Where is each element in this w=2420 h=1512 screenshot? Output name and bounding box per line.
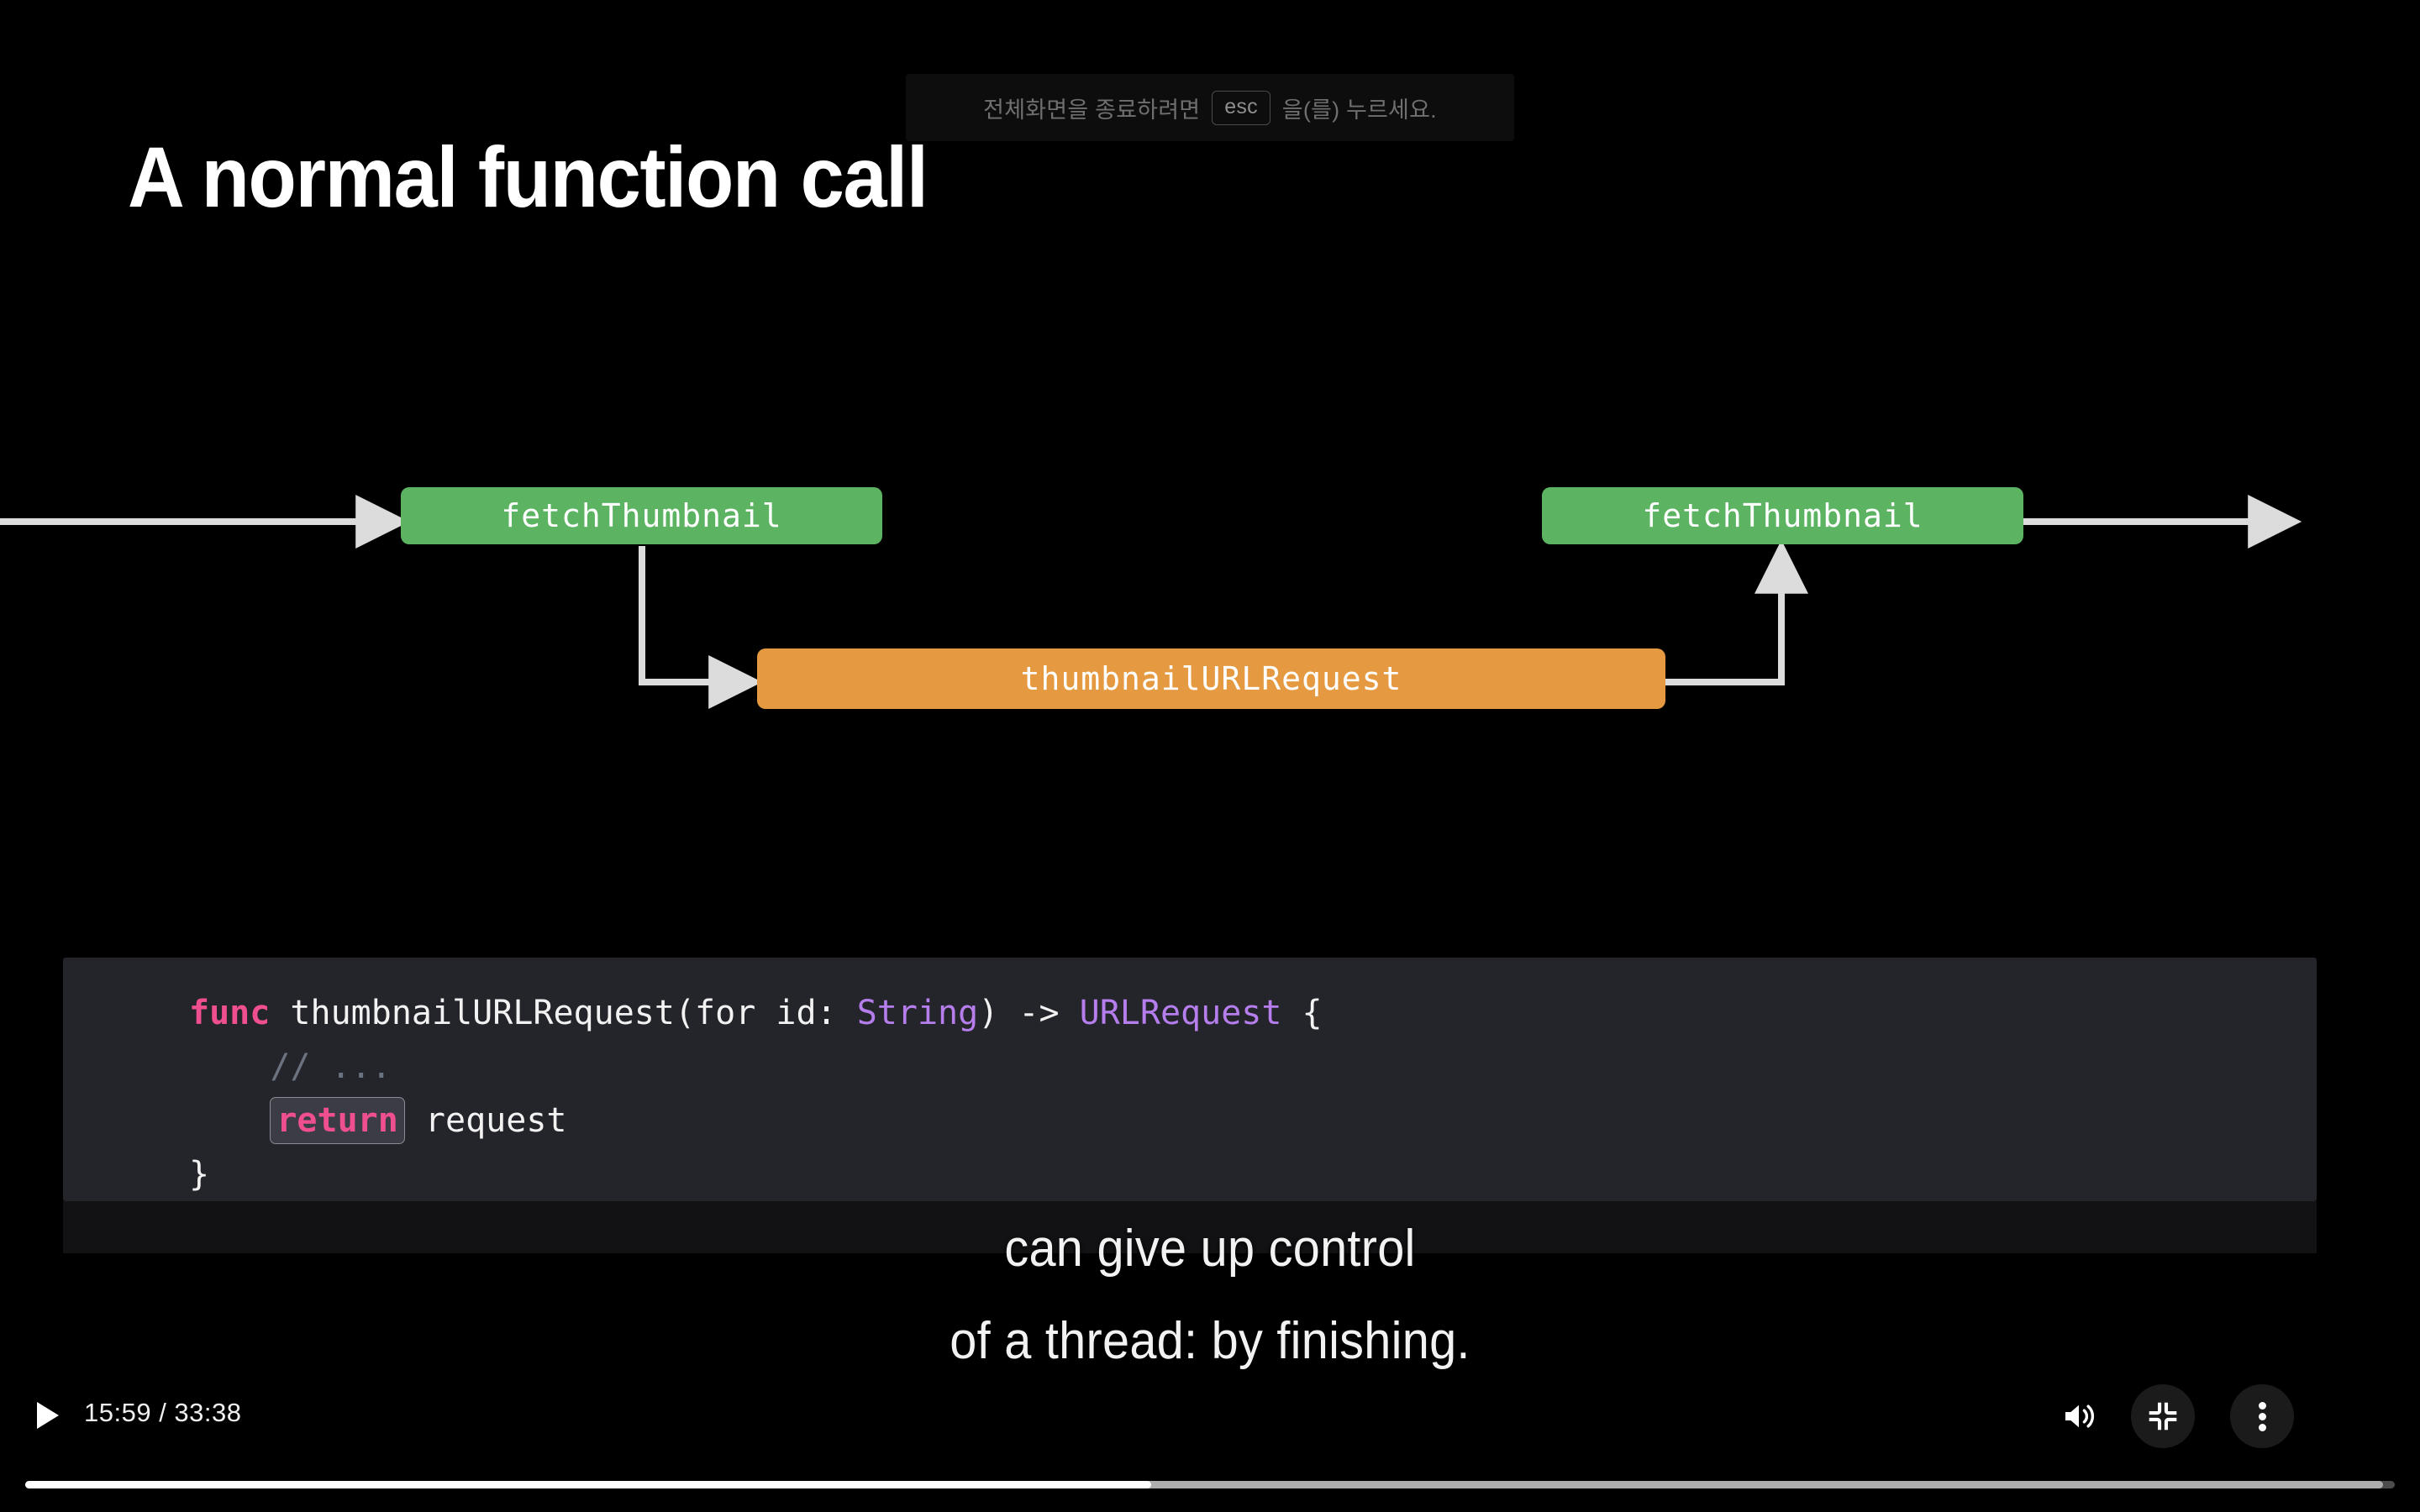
diagram-node-fetch-thumbnail-right: fetchThumbnail: [1542, 487, 2023, 544]
code-comment-line: // ...: [189, 1047, 392, 1086]
code-close-brace: }: [189, 1155, 210, 1194]
fullscreen-exit-toast: 전체화면을 종료하려면 esc 을(를) 누르세요.: [906, 74, 1514, 141]
code-return-value: request: [404, 1101, 567, 1140]
slide-title: A normal function call: [128, 129, 929, 225]
esc-key-badge: esc: [1212, 90, 1270, 125]
play-icon: [37, 1402, 59, 1429]
subtitle-line-2: of a thread: by finishing.: [950, 1312, 1470, 1370]
subtitle-line-1: can give up control: [1004, 1220, 1416, 1278]
toast-prefix-text: 전체화면을 종료하려면: [983, 97, 1201, 123]
code-keyword-func: func: [189, 994, 271, 1032]
time-display: 15:59 / 33:38: [84, 1398, 242, 1427]
code-type-urlrequest: URLRequest: [1079, 994, 1282, 1032]
code-function-signature: thumbnailURLRequest(for id:: [270, 994, 857, 1032]
code-open-brace: {: [1281, 994, 1323, 1032]
volume-high-icon: [2065, 1404, 2095, 1428]
code-type-string: String: [856, 994, 979, 1032]
code-keyword-return-highlighted: return: [270, 1097, 405, 1144]
caption-backdrop-band: [63, 1201, 2317, 1253]
code-snippet: func thumbnailURLRequest(for id: String)…: [63, 958, 2317, 1201]
more-options-button[interactable]: [2230, 1384, 2294, 1448]
exit-fullscreen-button[interactable]: [2131, 1384, 2195, 1448]
subtitle-overlay: can give up control of a thread: by fini…: [85, 1203, 2335, 1388]
code-arrow-operator: ) ->: [978, 994, 1080, 1032]
diagram-connectors: [0, 495, 2302, 709]
more-vertical-icon: [2258, 1399, 2266, 1435]
volume-button[interactable]: [2059, 1396, 2102, 1436]
function-call-diagram: fetchThumbnail thumbnailURLRequest fetch…: [0, 487, 2302, 709]
toast-suffix-text: 을(를) 누르세요.: [1281, 97, 1437, 123]
diagram-node-thumbnail-url-request: thumbnailURLRequest: [757, 648, 1665, 709]
diagram-node-fetch-thumbnail-left: fetchThumbnail: [401, 487, 882, 544]
player-controls: 15:59 / 33:38: [0, 1378, 2420, 1512]
progress-played: [25, 1481, 1151, 1488]
arrow-call-down: [639, 546, 763, 709]
arrow-return-up: [1665, 539, 1808, 685]
progress-buffered: [25, 1481, 2383, 1488]
exit-fullscreen-icon: [2149, 1402, 2177, 1431]
progress-bar[interactable]: [25, 1481, 2395, 1488]
play-pause-button[interactable]: [25, 1393, 71, 1438]
code-indent: [189, 1101, 270, 1140]
